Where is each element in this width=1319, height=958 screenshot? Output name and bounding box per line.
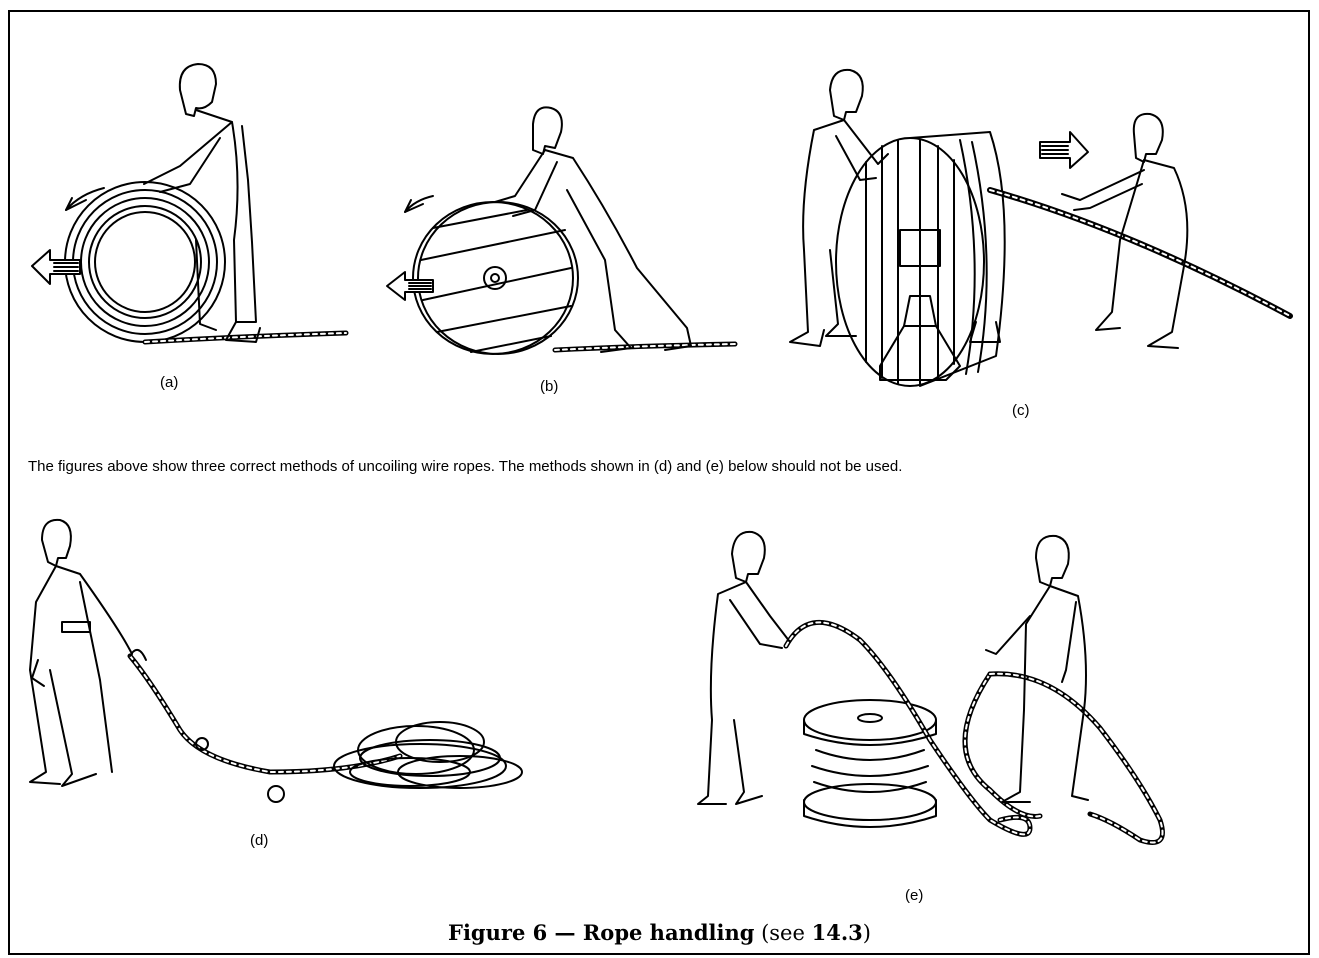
cable-reel-icon (836, 132, 1005, 386)
figure-label-e: (e) (905, 887, 923, 904)
caption-ref-open: (see (754, 921, 811, 945)
person-icon (30, 520, 132, 786)
figure-caption: Figure 6 — Rope handling (see 14.3) (0, 920, 1319, 945)
illustration-d (20, 510, 550, 810)
person-icon (698, 532, 790, 804)
person-icon (144, 64, 260, 342)
method-note: The figures above show three correct met… (28, 458, 902, 475)
figure-label-b: (b) (540, 378, 558, 395)
figure-label-c: (c) (1012, 402, 1030, 419)
caption-ref-clause: 14.3 (812, 920, 863, 945)
arrow-icon (405, 196, 433, 212)
rope-coil-icon (130, 650, 522, 802)
figure-label-d: (d) (250, 832, 268, 849)
illustration-c (770, 60, 1310, 390)
person-icon (790, 70, 888, 346)
arrow-icon (387, 272, 433, 300)
arrow-icon (1040, 132, 1088, 168)
illustration-e (690, 520, 1190, 860)
illustration-b (375, 100, 755, 390)
person-icon (986, 536, 1088, 802)
rope-coil-icon (65, 182, 346, 342)
caption-title: Figure 6 — Rope handling (448, 920, 754, 945)
illustration-a (20, 60, 360, 380)
caption-ref-close: ) (863, 921, 871, 945)
figure-label-a: (a) (160, 374, 178, 391)
